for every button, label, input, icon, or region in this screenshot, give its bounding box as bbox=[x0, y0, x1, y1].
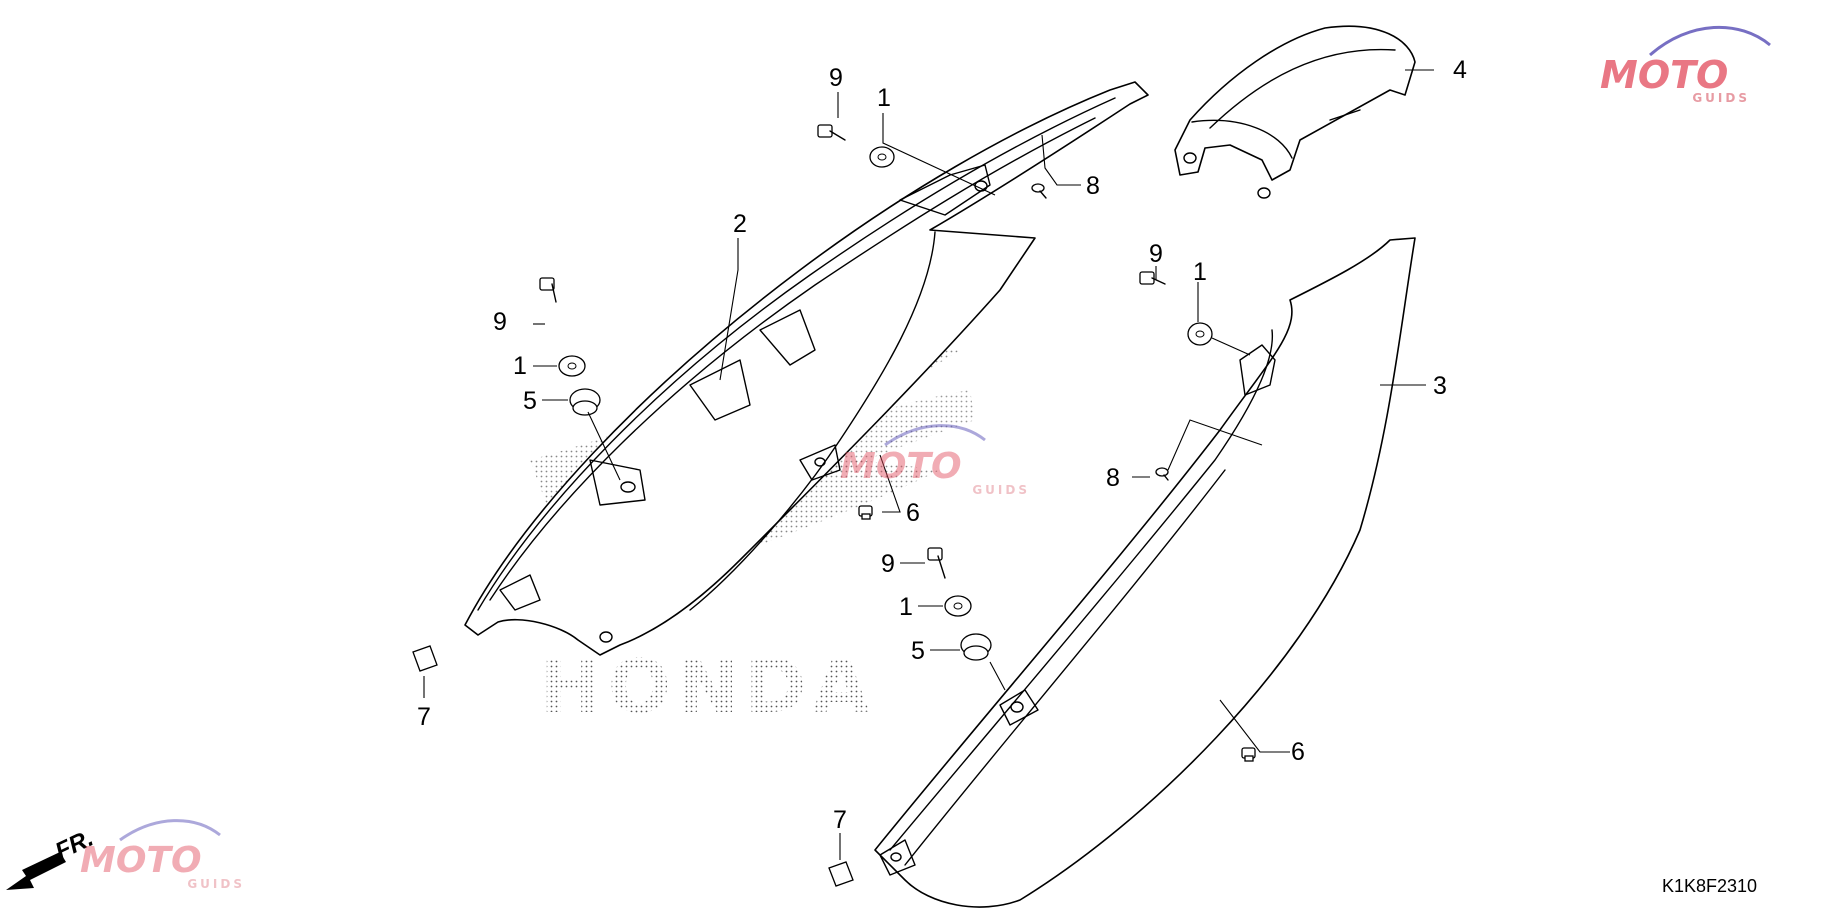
callout-9: 9 bbox=[829, 64, 843, 92]
honda-logo-text: HONDA bbox=[540, 644, 875, 730]
part-3-right-side-cover bbox=[874, 237, 1416, 908]
bolt-9-b bbox=[539, 277, 557, 303]
watermark-top-right: MOTO GUIDS bbox=[1600, 25, 1771, 105]
part-4-rear-cover bbox=[1174, 25, 1416, 199]
callout-1: 1 bbox=[899, 593, 913, 621]
watermark-brand: MOTO bbox=[840, 446, 962, 487]
callout-labels: 9 1 8 2 4 9 1 5 9 1 3 8 6 9 1 5 6 7 7 bbox=[417, 56, 1467, 834]
part-2-left-side-cover bbox=[464, 81, 1149, 656]
callout-1: 1 bbox=[877, 84, 891, 112]
hardware-parts bbox=[412, 124, 1256, 887]
callout-7: 7 bbox=[833, 806, 847, 834]
washer-1-b bbox=[558, 355, 586, 377]
washer-1-d bbox=[944, 595, 972, 617]
nut-7-b bbox=[828, 861, 854, 887]
callout-4: 4 bbox=[1453, 56, 1467, 84]
watermark-sub: GUIDS bbox=[972, 483, 1030, 497]
callout-6: 6 bbox=[906, 499, 920, 527]
callout-9: 9 bbox=[493, 308, 507, 336]
bolt-9-a bbox=[817, 124, 846, 141]
callout-6: 6 bbox=[1291, 738, 1305, 766]
bolt-9-d bbox=[927, 547, 946, 579]
grommet-5-a bbox=[569, 388, 601, 416]
screw-8-b bbox=[1155, 467, 1169, 481]
callout-3: 3 bbox=[1433, 372, 1447, 400]
screw-8-a bbox=[1031, 183, 1047, 199]
callout-8: 8 bbox=[1106, 464, 1120, 492]
washer-1-c bbox=[1187, 322, 1213, 346]
watermark-sub: GUIDS bbox=[187, 877, 245, 891]
clip-6-b bbox=[1241, 747, 1256, 762]
watermark-bottom-left: MOTO GUIDS bbox=[80, 819, 245, 891]
bolt-9-c bbox=[1139, 271, 1166, 285]
watermark-sub: GUIDS bbox=[1692, 91, 1750, 105]
diagram-code: K1K8F2310 bbox=[1662, 876, 1757, 896]
callout-1: 1 bbox=[513, 352, 527, 380]
callout-5: 5 bbox=[911, 637, 925, 665]
callout-9: 9 bbox=[881, 550, 895, 578]
callout-7: 7 bbox=[417, 703, 431, 731]
callout-2: 2 bbox=[733, 210, 747, 238]
callout-1: 1 bbox=[1193, 258, 1207, 286]
nut-7-a bbox=[412, 645, 438, 672]
callout-8: 8 bbox=[1086, 172, 1100, 200]
callout-5: 5 bbox=[523, 387, 537, 415]
watermark-brand: MOTO bbox=[1600, 53, 1728, 97]
grommet-5-b bbox=[960, 633, 992, 661]
washer-1-a bbox=[869, 146, 895, 168]
callout-9: 9 bbox=[1149, 240, 1163, 268]
watermark-center: MOTO GUIDS bbox=[840, 424, 1030, 497]
leader-lines bbox=[423, 69, 1434, 860]
clip-6-a bbox=[858, 505, 873, 520]
watermark-brand: MOTO bbox=[80, 840, 202, 881]
